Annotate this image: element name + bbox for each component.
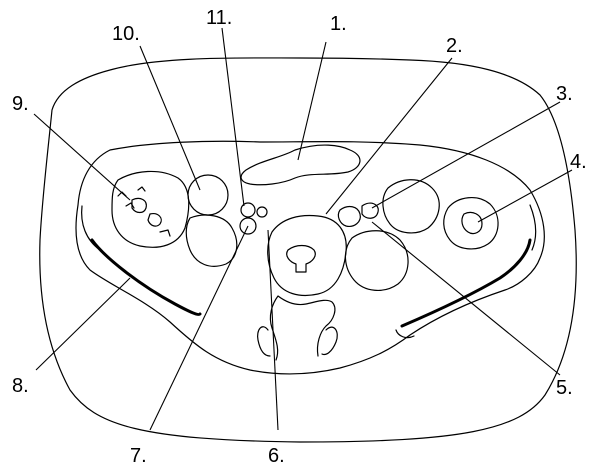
vertebral-body xyxy=(268,216,347,296)
leader-8 xyxy=(36,278,130,370)
round-structure xyxy=(188,175,228,215)
label-11: 11. xyxy=(206,7,232,29)
label-6: 6. xyxy=(268,445,285,467)
label-10: 10. xyxy=(112,23,140,45)
leader-11 xyxy=(222,28,244,206)
leader-7 xyxy=(150,226,248,430)
vessel-right xyxy=(257,207,267,217)
left-gluteal-band xyxy=(92,240,200,314)
leader-10 xyxy=(140,46,200,190)
vessel-upper xyxy=(241,203,255,217)
label-5: 5. xyxy=(556,377,573,399)
left-iliac-detail-2 xyxy=(148,214,161,226)
label-9: 9. xyxy=(12,93,29,115)
leader-4 xyxy=(478,170,572,222)
label-7: 7. xyxy=(130,445,147,467)
left-gluteal-inner xyxy=(82,206,100,250)
leader-6 xyxy=(268,230,278,430)
label-1: 1. xyxy=(330,13,347,35)
right-vessel-1 xyxy=(338,207,360,227)
leader-5 xyxy=(372,222,560,375)
right-gluteal-inner xyxy=(396,205,536,338)
right-lateral-structure xyxy=(444,198,498,249)
right-gluteal-band xyxy=(402,240,530,326)
spinous-right xyxy=(322,327,337,354)
right-lateral-inner xyxy=(462,212,482,233)
spinous-left xyxy=(258,327,270,356)
posterior-elements xyxy=(270,296,334,360)
label-2: 2. xyxy=(446,35,463,57)
left-iliac-detail-1 xyxy=(132,198,146,212)
spinal-canal-shape xyxy=(287,246,316,273)
right-iliac-region xyxy=(383,180,439,233)
leader-2 xyxy=(326,58,452,214)
left-viscera xyxy=(186,215,237,266)
right-viscera xyxy=(345,231,408,291)
label-8: 8. xyxy=(12,375,29,397)
label-3: 3. xyxy=(556,83,573,105)
left-iliac-region xyxy=(112,171,189,247)
leader-9 xyxy=(34,114,130,200)
inner-contour xyxy=(76,141,544,374)
label-4: 4. xyxy=(570,151,587,173)
